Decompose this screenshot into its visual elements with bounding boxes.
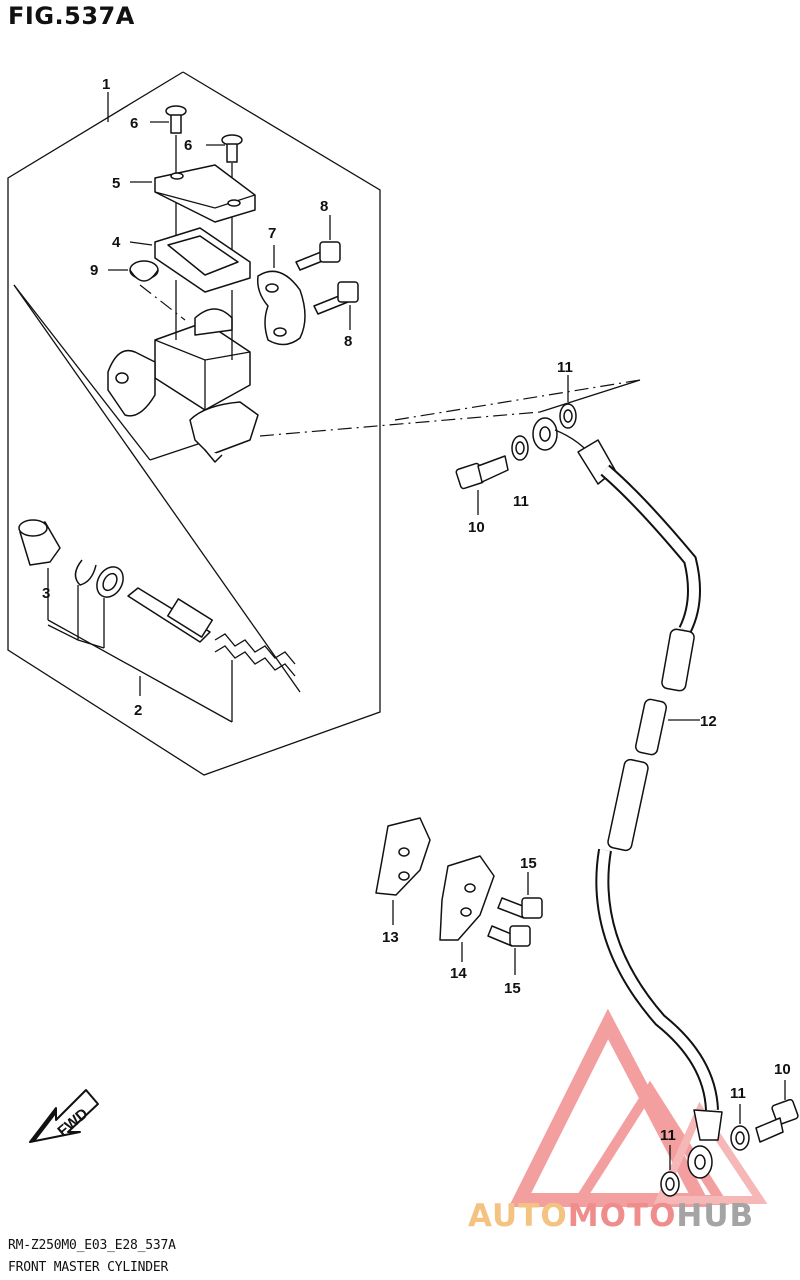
bolt-8-lower — [313, 281, 359, 330]
part-label-4: 4 — [112, 234, 121, 251]
figure-title: FIG.537A — [8, 2, 135, 30]
bolt-15-lower — [487, 925, 531, 975]
master-cylinder-body — [107, 280, 259, 463]
watermark-part-c: HUB — [676, 1198, 755, 1234]
washer-11-b — [559, 375, 577, 429]
forward-direction-arrow: FWD — [29, 1089, 99, 1143]
part-label-10: 10 — [468, 519, 485, 536]
part-label-7: 7 — [268, 225, 276, 242]
part-label-12: 12 — [700, 713, 717, 730]
part-labels: 1 6 6 5 8 7 4 9 8 11 11 10 3 2 12 15 13 … — [42, 76, 791, 1144]
guide-lines — [13, 284, 641, 693]
part-label-5: 5 — [112, 175, 120, 192]
washer-11-c — [730, 1104, 750, 1151]
part-label-11: 11 — [660, 1127, 676, 1144]
part-label-14: 14 — [450, 965, 467, 982]
drawing-code: RM-Z250M0_E03_E28_537A — [8, 1238, 176, 1253]
hose-guide-14 — [439, 855, 495, 962]
washer — [96, 566, 124, 648]
part-label-8: 8 — [344, 333, 352, 350]
bracket-lines — [47, 619, 233, 723]
part-label-15: 15 — [504, 980, 521, 997]
part-label-11: 11 — [513, 493, 529, 510]
part-label-9: 9 — [90, 262, 98, 279]
watermark-logo — [508, 1008, 768, 1207]
part-label-15: 15 — [520, 855, 537, 872]
diaphragm-4 — [129, 227, 251, 293]
part-label-2: 2 — [134, 702, 142, 719]
banjo-bolt-10-upper — [455, 455, 509, 515]
watermark-part-b: MOTO — [567, 1198, 677, 1234]
part-label-6: 6 — [184, 137, 192, 154]
bolt-8-upper — [295, 215, 341, 271]
circlip — [74, 559, 97, 640]
banjo-bolt-10-lower — [755, 1080, 799, 1143]
part-label-3: 3 — [42, 585, 50, 602]
assembly-outline — [7, 71, 381, 776]
part-label-13: 13 — [382, 929, 399, 946]
part-label-1: 1 — [102, 76, 110, 93]
part-label-11: 11 — [730, 1085, 746, 1102]
brake-hose-12 — [532, 417, 723, 1179]
washer-11-a — [511, 435, 529, 461]
clamp-7 — [256, 245, 306, 346]
part-label-6: 6 — [130, 115, 138, 132]
reservoir-cap-5 — [130, 164, 256, 223]
watermark-text: AUTOMOTOHUB — [468, 1198, 754, 1234]
part-label-10: 10 — [774, 1061, 791, 1078]
bolt-15-upper — [497, 872, 543, 919]
piston-assembly-2 — [127, 587, 296, 722]
watermark-part-a: AUTO — [468, 1198, 568, 1234]
drawing-caption: FRONT MASTER CYLINDER — [8, 1260, 169, 1275]
boot-3 — [18, 519, 61, 620]
float-9 — [108, 260, 186, 321]
hose-guide-13 — [375, 817, 431, 925]
part-label-8: 8 — [320, 198, 328, 215]
washer-11-d — [660, 1145, 680, 1197]
part-label-11: 11 — [557, 359, 573, 376]
